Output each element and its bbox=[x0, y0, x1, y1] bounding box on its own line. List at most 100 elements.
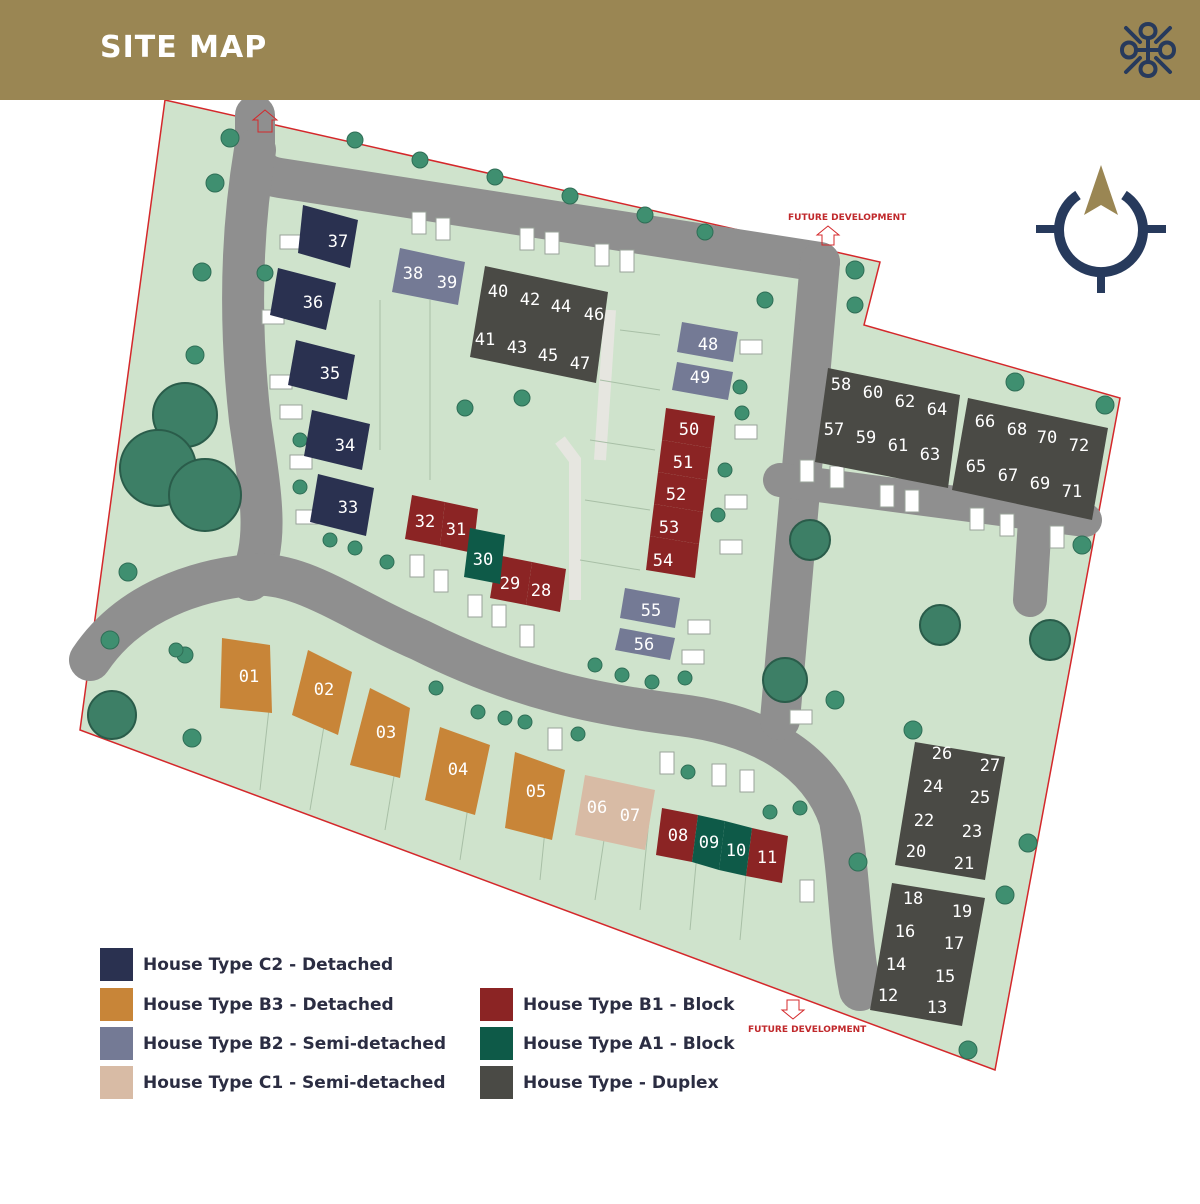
lot-label: 40 bbox=[488, 282, 508, 302]
lot-label: 31 bbox=[446, 520, 466, 540]
legend-swatch bbox=[100, 1066, 133, 1099]
legend-label: House Type A1 - Block bbox=[523, 1033, 735, 1054]
lot-label: 03 bbox=[376, 723, 396, 743]
legend-swatch bbox=[100, 948, 133, 981]
lot-11[interactable] bbox=[746, 828, 788, 883]
logo-icon bbox=[1120, 22, 1176, 78]
lot-label: 49 bbox=[690, 368, 710, 388]
house-type-a1-lots bbox=[464, 528, 752, 876]
lot-02[interactable] bbox=[292, 650, 352, 735]
legend-swatch bbox=[100, 1027, 133, 1060]
lot-36[interactable] bbox=[270, 268, 336, 330]
lot-52[interactable] bbox=[654, 472, 707, 512]
lot-label: 60 bbox=[863, 383, 883, 403]
house-type-duplex-lots bbox=[470, 266, 1108, 1026]
lot-50[interactable] bbox=[662, 408, 715, 448]
lot-32[interactable] bbox=[405, 495, 445, 546]
lot-51[interactable] bbox=[658, 440, 711, 480]
lot-label: 66 bbox=[975, 412, 995, 432]
lot-label: 25 bbox=[970, 788, 990, 808]
lot-label: 57 bbox=[824, 420, 844, 440]
legend-item-b3: House Type B3 - Detached bbox=[100, 988, 394, 1021]
lot-55[interactable] bbox=[620, 588, 680, 628]
lot-56[interactable] bbox=[615, 628, 675, 660]
lot-label: 07 bbox=[620, 806, 640, 826]
lot-label: 53 bbox=[659, 518, 679, 538]
duplex-block-57-64[interactable] bbox=[815, 368, 960, 488]
legend-label: House Type B2 - Semi-detached bbox=[143, 1033, 447, 1054]
lot-label: 44 bbox=[551, 297, 571, 317]
lot-label: 68 bbox=[1007, 420, 1027, 440]
lot-label: 12 bbox=[878, 986, 898, 1006]
lot-01[interactable] bbox=[220, 638, 272, 713]
lot-09[interactable] bbox=[692, 815, 725, 870]
tree-icon bbox=[100, 128, 1115, 1060]
lot-label: 41 bbox=[475, 330, 495, 350]
duplex-block-40-47[interactable] bbox=[470, 266, 608, 383]
lot-28[interactable] bbox=[526, 562, 566, 612]
lot-label: 33 bbox=[338, 498, 358, 518]
legend-item-b1: House Type B1 - Block bbox=[480, 988, 734, 1021]
legend-swatch bbox=[100, 988, 133, 1021]
lot-10[interactable] bbox=[719, 821, 752, 876]
lot-08[interactable] bbox=[656, 808, 698, 862]
lot-33[interactable] bbox=[310, 474, 374, 536]
lot-35[interactable] bbox=[288, 340, 355, 400]
lot-label: 19 bbox=[952, 902, 972, 922]
lot-label: 21 bbox=[954, 854, 974, 874]
legend-label: House Type B3 - Detached bbox=[143, 994, 394, 1015]
lot-label: 65 bbox=[966, 457, 986, 477]
lot-48[interactable] bbox=[677, 322, 738, 362]
lot-49[interactable] bbox=[672, 362, 733, 400]
lot-53[interactable] bbox=[650, 504, 703, 544]
site-plan: 37 36 35 34 33 01 02 03 04 05 38 39 48 4… bbox=[69, 95, 1121, 1072]
lot-label: 47 bbox=[570, 354, 590, 374]
future-development-label: FUTURE DEVELOPMENT bbox=[748, 1025, 867, 1035]
lot-38[interactable] bbox=[392, 248, 465, 305]
lot-54[interactable] bbox=[646, 536, 699, 578]
lot-label: 34 bbox=[335, 436, 355, 456]
lot-label: 18 bbox=[903, 889, 923, 909]
header-bar: SITE MAP bbox=[0, 0, 1200, 100]
lot-label: 36 bbox=[303, 293, 323, 313]
lot-06[interactable] bbox=[575, 775, 655, 850]
lot-label: 39 bbox=[437, 273, 457, 293]
lot-05[interactable] bbox=[505, 752, 565, 840]
legend-item-a1: House Type A1 - Block bbox=[480, 1027, 735, 1060]
lot-label: 63 bbox=[920, 445, 940, 465]
inner-paths bbox=[555, 309, 616, 600]
lot-label: 70 bbox=[1037, 428, 1057, 448]
legend-item-b2: House Type B2 - Semi-detached bbox=[100, 1027, 446, 1060]
legend-swatch bbox=[480, 1066, 513, 1099]
legend-item-duplex: House Type - Duplex bbox=[480, 1066, 719, 1099]
lot-03[interactable] bbox=[350, 688, 410, 778]
access-arrows bbox=[251, 109, 841, 1020]
house-type-c2-lots bbox=[270, 205, 374, 536]
lot-label: 51 bbox=[673, 453, 693, 473]
lot-label: 11 bbox=[757, 848, 777, 868]
lot-label: 62 bbox=[895, 392, 915, 412]
duplex-block-12-19[interactable] bbox=[870, 883, 985, 1026]
duplex-block-20-27[interactable] bbox=[895, 742, 1005, 880]
lot-label: 22 bbox=[914, 811, 934, 831]
lot-label: 08 bbox=[668, 826, 688, 846]
legend-swatch bbox=[480, 1027, 513, 1060]
lot-label: 10 bbox=[726, 841, 746, 861]
duplex-block-65-72[interactable] bbox=[952, 398, 1108, 520]
lot-label: 30 bbox=[473, 550, 493, 570]
legend-label: House Type C1 - Semi-detached bbox=[143, 1072, 446, 1093]
lot-label: 02 bbox=[314, 680, 334, 700]
lot-label: 59 bbox=[856, 428, 876, 448]
lot-34[interactable] bbox=[304, 410, 370, 470]
lot-label: 71 bbox=[1062, 482, 1082, 502]
future-development-label: FUTURE DEVELOPMENT bbox=[788, 213, 907, 223]
lot-04[interactable] bbox=[425, 727, 490, 815]
lot-label: 38 bbox=[403, 264, 423, 284]
compass-icon bbox=[1036, 165, 1166, 293]
legend-item-c2: House Type C2 - Detached bbox=[100, 948, 393, 981]
lot-30[interactable] bbox=[464, 528, 505, 584]
lot-label: 26 bbox=[932, 744, 952, 764]
house-type-b1-lots bbox=[405, 408, 788, 883]
lot-37[interactable] bbox=[298, 205, 358, 268]
lot-label: 48 bbox=[698, 335, 718, 355]
